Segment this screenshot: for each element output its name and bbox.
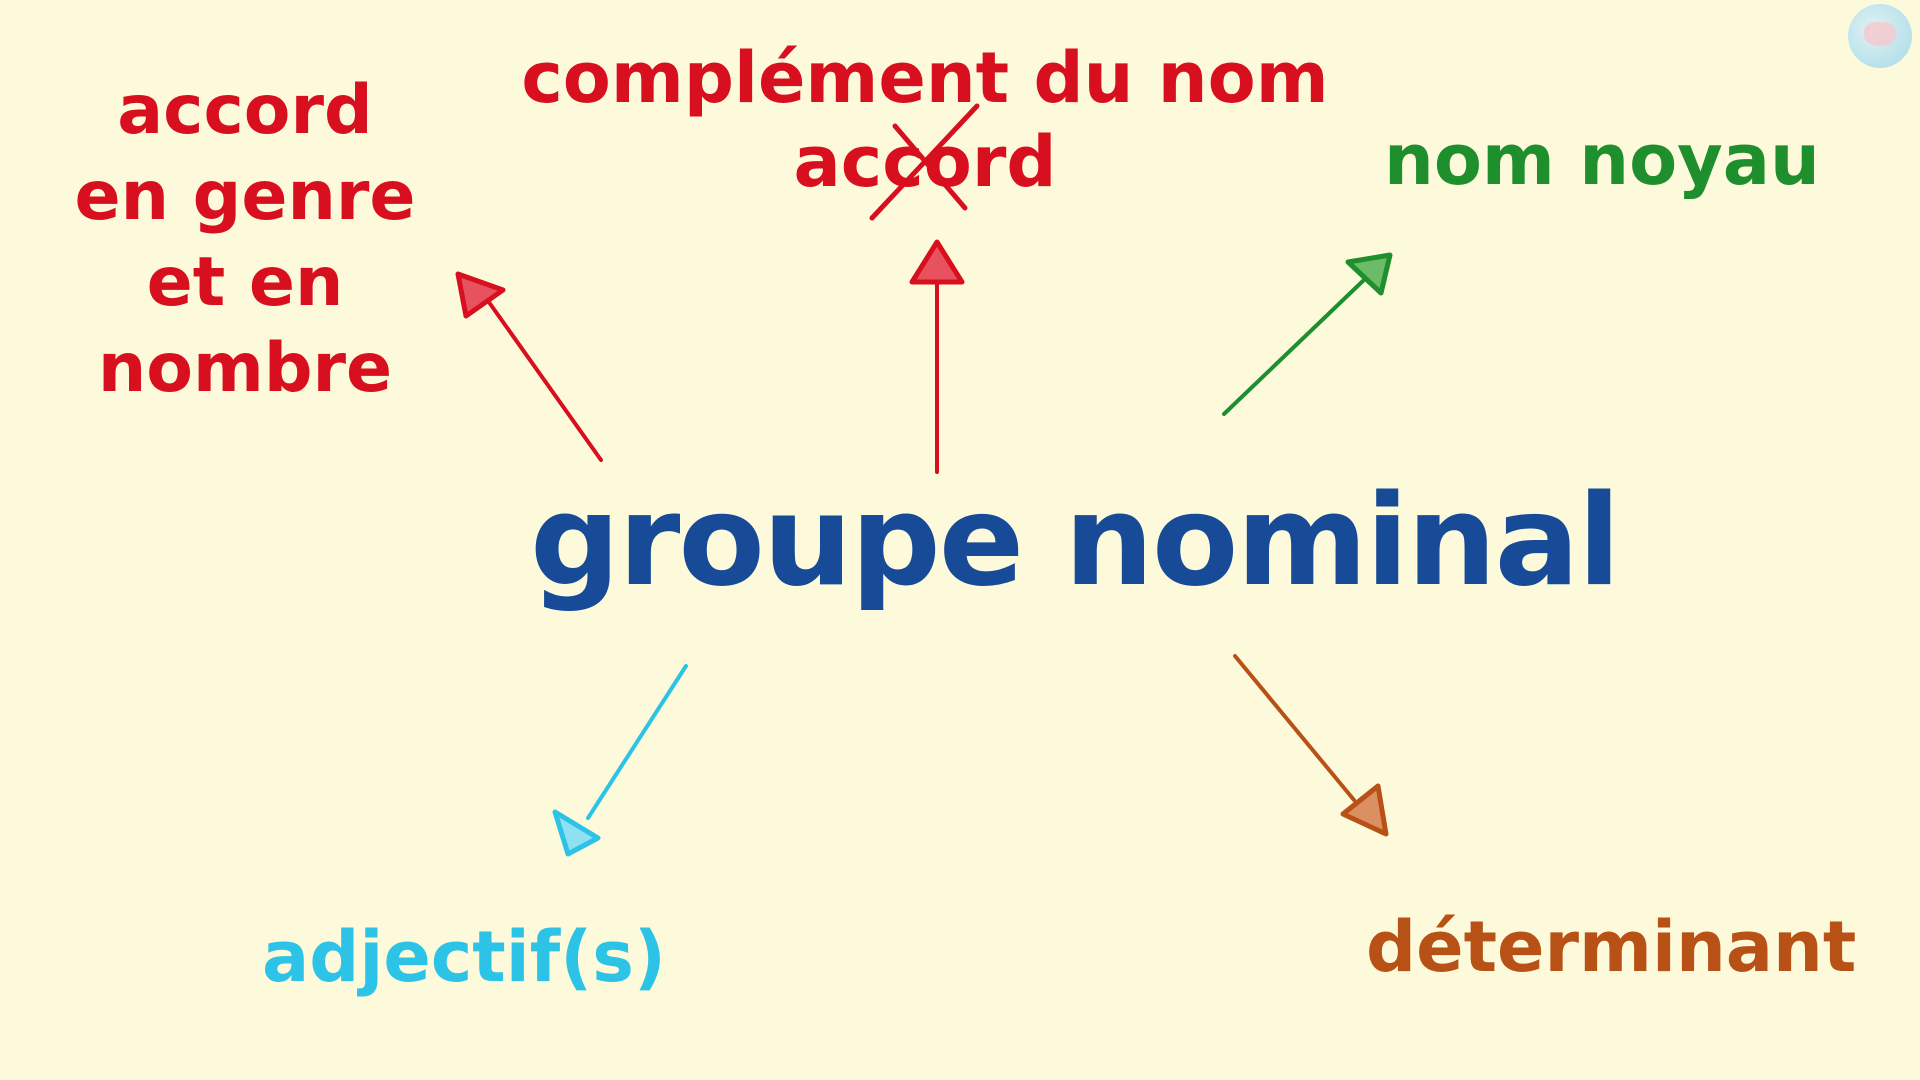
accord-line-1: accord (117, 71, 373, 150)
arrow-to-noyau-head (1345, 252, 1393, 296)
arrow-to-complement-head (909, 239, 965, 285)
arrow-to-accord-head (455, 271, 506, 319)
arrow-to-determinant-shaft (1233, 654, 1356, 802)
arrow-to-determinant-head (1340, 783, 1389, 837)
arrow-to-adjectif-head (552, 809, 601, 857)
accord-genre-nombre-label: accord en genre et en nombre (60, 68, 430, 412)
arrow-to-adjectif-shaft (586, 664, 688, 820)
arrow-to-determinant (1233, 654, 1389, 837)
arrow-to-noyau (1222, 252, 1393, 416)
cross-out-stroke-2 (892, 123, 968, 211)
brain-logo-icon (1848, 4, 1912, 68)
nom-noyau-label: nom noyau (1384, 119, 1820, 201)
cross-out-mark (869, 103, 980, 221)
complement-du-nom-label: complément du nom accord (520, 36, 1330, 204)
arrow-to-noyau-shaft (1222, 276, 1368, 416)
accord-line-4: nombre (97, 329, 393, 408)
complement-line-2-crossed: accord (793, 121, 1057, 203)
adjectif-label: adjectif(s) (262, 916, 666, 998)
accord-line-2: en genre (74, 157, 416, 236)
arrow-to-complement (909, 239, 965, 474)
brain-logo-inner (1864, 22, 1896, 46)
accord-line-3: et en (146, 243, 344, 322)
arrow-to-accord (455, 271, 603, 462)
arrow-to-adjectif (552, 664, 688, 857)
complement-line-1: complément du nom (521, 37, 1329, 119)
groupe-nominal-title: groupe nominal (530, 467, 1621, 614)
arrow-to-accord-shaft (484, 296, 603, 462)
determinant-label: déterminant (1366, 906, 1857, 988)
